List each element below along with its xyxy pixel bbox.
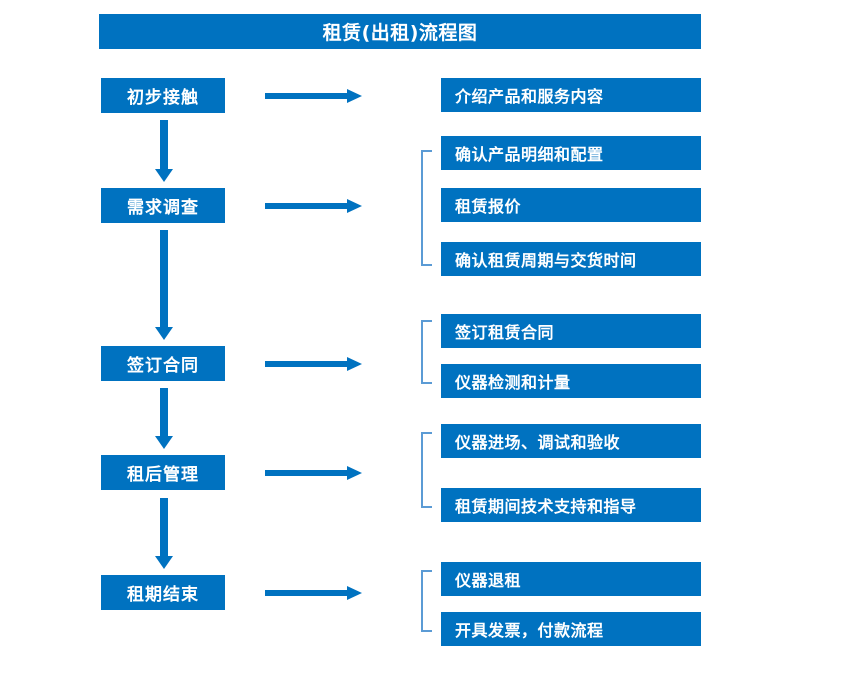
detail-box-confirm-period-delivery[interactable]: 确认租赁周期与交货时间 bbox=[441, 242, 701, 276]
horizontal-arrow-icon-3 bbox=[265, 357, 362, 371]
detail-label: 介绍产品和服务内容 bbox=[455, 87, 604, 106]
horizontal-arrow-icon-1 bbox=[265, 89, 362, 103]
horizontal-arrow-icon-2 bbox=[265, 199, 362, 213]
stage-box-requirement-survey[interactable]: 需求调查 bbox=[101, 188, 225, 223]
detail-box-technical-support[interactable]: 租赁期间技术支持和指导 bbox=[441, 488, 701, 522]
detail-box-confirm-product-spec[interactable]: 确认产品明细和配置 bbox=[441, 136, 701, 170]
stage-label: 租期结束 bbox=[127, 585, 199, 605]
group-bracket-post-rental-management bbox=[421, 432, 432, 508]
horizontal-arrow-icon-5 bbox=[265, 586, 362, 600]
detail-box-introduce-products[interactable]: 介绍产品和服务内容 bbox=[441, 78, 701, 112]
stage-box-post-rental-management[interactable]: 租后管理 bbox=[101, 455, 225, 490]
stage-label: 租后管理 bbox=[127, 465, 199, 485]
stage-label: 签订合同 bbox=[127, 356, 199, 376]
stage-box-rental-end[interactable]: 租期结束 bbox=[101, 575, 225, 610]
detail-label: 仪器检测和计量 bbox=[455, 373, 571, 392]
detail-label: 确认租赁周期与交货时间 bbox=[455, 251, 637, 270]
detail-box-rental-quote[interactable]: 租赁报价 bbox=[441, 188, 701, 222]
detail-box-instrument-inspection[interactable]: 仪器检测和计量 bbox=[441, 364, 701, 398]
stage-box-sign-contract[interactable]: 签订合同 bbox=[101, 346, 225, 381]
detail-label: 租赁期间技术支持和指导 bbox=[455, 497, 637, 516]
detail-label: 租赁报价 bbox=[455, 197, 522, 216]
detail-box-sign-rental-contract[interactable]: 签订租赁合同 bbox=[441, 314, 701, 348]
stage-label: 需求调查 bbox=[127, 198, 199, 218]
vertical-arrow-icon-4 bbox=[155, 498, 173, 569]
detail-label: 开具发票，付款流程 bbox=[455, 621, 604, 640]
detail-label: 仪器退租 bbox=[455, 571, 522, 590]
detail-box-instrument-return[interactable]: 仪器退租 bbox=[441, 562, 701, 596]
detail-label: 确认产品明细和配置 bbox=[455, 145, 604, 164]
detail-label: 签订租赁合同 bbox=[455, 323, 555, 342]
detail-box-instrument-entry-commissioning[interactable]: 仪器进场、调试和验收 bbox=[441, 424, 701, 458]
vertical-arrow-icon-1 bbox=[155, 120, 173, 182]
group-bracket-rental-end bbox=[421, 570, 432, 632]
stage-box-initial-contact[interactable]: 初步接触 bbox=[101, 78, 225, 113]
detail-box-invoice-payment[interactable]: 开具发票，付款流程 bbox=[441, 612, 701, 646]
stage-label: 初步接触 bbox=[127, 88, 199, 108]
page-title: 租赁(出租)流程图 bbox=[322, 22, 478, 44]
detail-label: 仪器进场、调试和验收 bbox=[455, 433, 621, 452]
vertical-arrow-icon-2 bbox=[155, 230, 173, 340]
chart-title-bar: 租赁(出租)流程图 bbox=[99, 14, 701, 49]
horizontal-arrow-icon-4 bbox=[265, 466, 362, 480]
group-bracket-sign-contract bbox=[421, 320, 432, 384]
vertical-arrow-icon-3 bbox=[155, 388, 173, 449]
group-bracket-requirement-survey bbox=[421, 150, 432, 266]
